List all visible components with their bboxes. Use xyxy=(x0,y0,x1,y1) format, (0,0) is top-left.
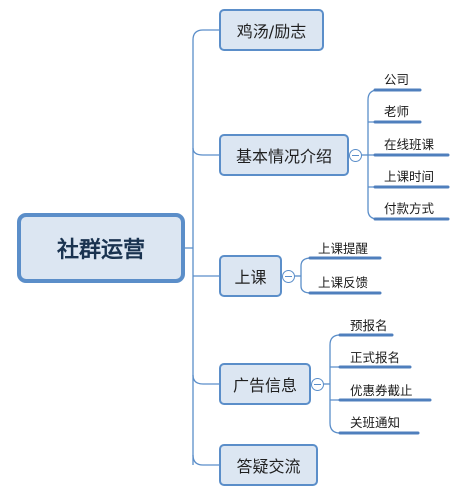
collapse-toggle-icon[interactable] xyxy=(311,378,324,391)
leaf-pre-registration[interactable]: 预报名 xyxy=(350,318,388,333)
leaf-class-closing-notice[interactable]: 关班通知 xyxy=(350,415,401,430)
leaf-class-time[interactable]: 上课时间 xyxy=(384,169,435,184)
root-node[interactable]: 社群运营 xyxy=(17,213,185,283)
collapse-toggle-icon[interactable] xyxy=(282,270,295,283)
branch-node-basic-intro[interactable]: 基本情况介绍 xyxy=(219,134,349,176)
leaf-company[interactable]: 公司 xyxy=(384,72,410,87)
branch-node-ads[interactable]: 广告信息 xyxy=(219,363,311,405)
leaf-payment-method[interactable]: 付款方式 xyxy=(384,201,435,216)
leaf-teacher[interactable]: 老师 xyxy=(384,104,410,119)
collapse-toggle-icon[interactable] xyxy=(349,149,362,162)
branch-node-qa[interactable]: 答疑交流 xyxy=(219,444,318,486)
branch-node-inspiration[interactable]: 鸡汤/励志 xyxy=(219,9,324,51)
leaf-online-class[interactable]: 在线班课 xyxy=(384,137,435,152)
branch-node-class[interactable]: 上课 xyxy=(219,255,282,297)
leaf-class-reminder[interactable]: 上课提醒 xyxy=(318,241,369,256)
leaf-class-feedback[interactable]: 上课反馈 xyxy=(318,275,369,290)
leaf-coupon-deadline[interactable]: 优惠券截止 xyxy=(350,383,413,398)
leaf-formal-registration[interactable]: 正式报名 xyxy=(350,350,401,365)
